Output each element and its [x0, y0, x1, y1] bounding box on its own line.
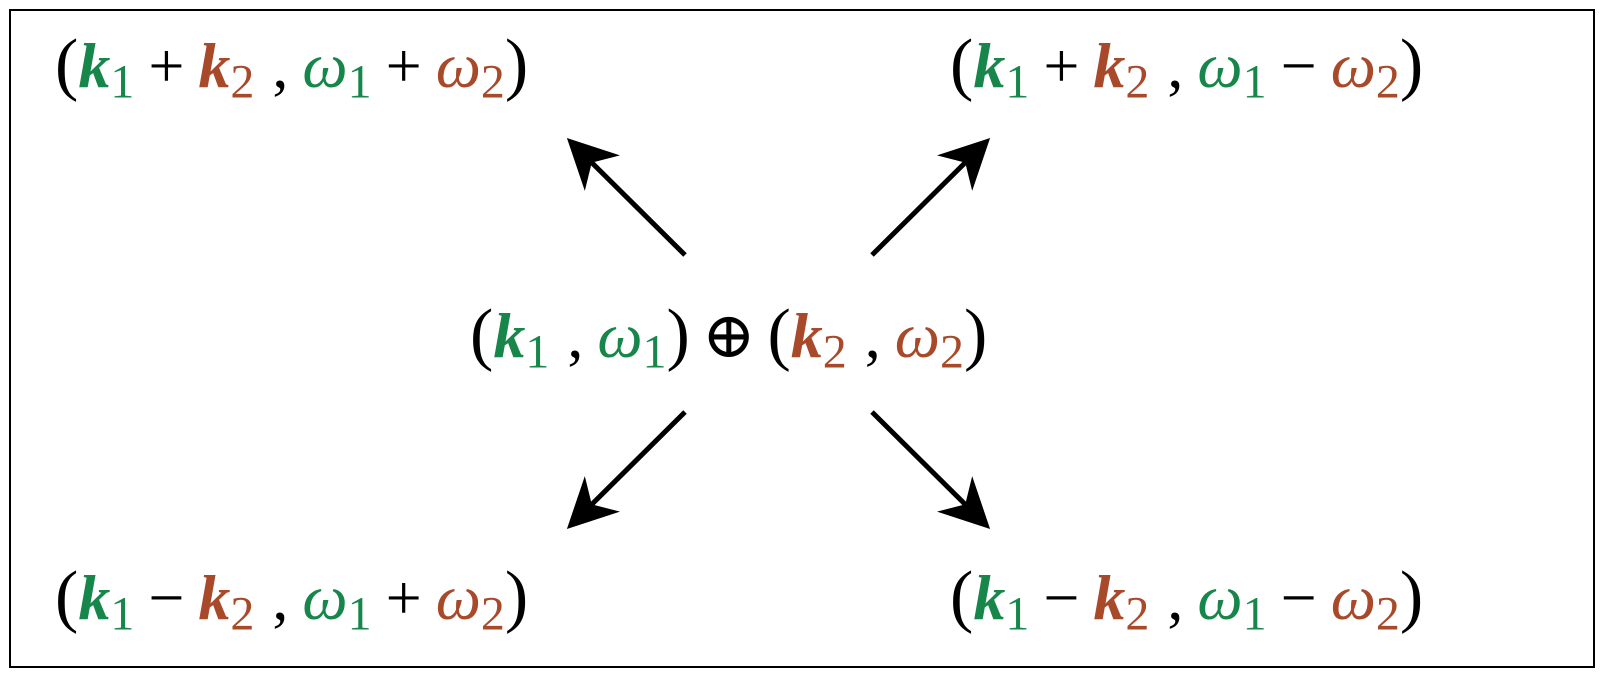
k-operator: + [148, 30, 185, 101]
omega2-symbol: ω2 [1330, 30, 1400, 109]
close-paren: ) [1399, 558, 1424, 635]
open-paren: ( [950, 26, 974, 103]
comma: , [272, 30, 289, 101]
direct-sum-operator: ⊕ [701, 300, 756, 371]
k1-symbol: k1 [78, 30, 135, 109]
expression-bottom-left: (k1−k2,ω1+ω2) [55, 562, 528, 641]
omega-operator: + [385, 562, 422, 633]
k1-symbol: k1 [493, 300, 550, 379]
omega-operator: + [385, 30, 422, 101]
omega1-symbol: ω1 [597, 300, 667, 379]
expression-top-left: (k1+k2,ω1+ω2) [55, 30, 528, 109]
omega2-symbol: ω2 [435, 562, 505, 641]
expression-bottom-right: (k1−k2,ω1−ω2) [950, 562, 1423, 641]
k-operator: − [1043, 562, 1080, 633]
k1-symbol: k1 [973, 562, 1030, 641]
omega2-symbol: ω2 [894, 300, 964, 379]
diagram-frame [9, 9, 1595, 668]
k-operator: + [1043, 30, 1080, 101]
comma: , [567, 300, 584, 371]
close-paren: ) [963, 296, 988, 373]
omega1-symbol: ω1 [1197, 562, 1267, 641]
k2-symbol: k2 [790, 300, 847, 379]
close-paren: ) [504, 26, 529, 103]
comma: , [1167, 562, 1184, 633]
open-paren: ( [55, 26, 79, 103]
k2-symbol: k2 [198, 30, 255, 109]
k1-symbol: k1 [78, 562, 135, 641]
open-paren: ( [470, 296, 494, 373]
k2-symbol: k2 [198, 562, 255, 641]
open-paren: ( [767, 296, 791, 373]
omega-operator: − [1280, 30, 1317, 101]
omega1-symbol: ω1 [302, 562, 372, 641]
k-operator: − [148, 562, 185, 633]
k2-symbol: k2 [1093, 30, 1150, 109]
comma: , [864, 300, 881, 371]
k1-symbol: k1 [973, 30, 1030, 109]
omega1-symbol: ω1 [1197, 30, 1267, 109]
open-paren: ( [950, 558, 974, 635]
expression-top-right: (k1+k2,ω1−ω2) [950, 30, 1423, 109]
expression-center: (k1,ω1)⊕(k2,ω2) [470, 300, 987, 379]
open-paren: ( [55, 558, 79, 635]
omega2-symbol: ω2 [435, 30, 505, 109]
close-paren: ) [1399, 26, 1424, 103]
comma: , [1167, 30, 1184, 101]
comma: , [272, 562, 289, 633]
omega-operator: − [1280, 562, 1317, 633]
close-paren: ) [666, 296, 690, 373]
close-paren: ) [504, 558, 529, 635]
omega2-symbol: ω2 [1330, 562, 1400, 641]
omega1-symbol: ω1 [302, 30, 372, 109]
k2-symbol: k2 [1093, 562, 1150, 641]
